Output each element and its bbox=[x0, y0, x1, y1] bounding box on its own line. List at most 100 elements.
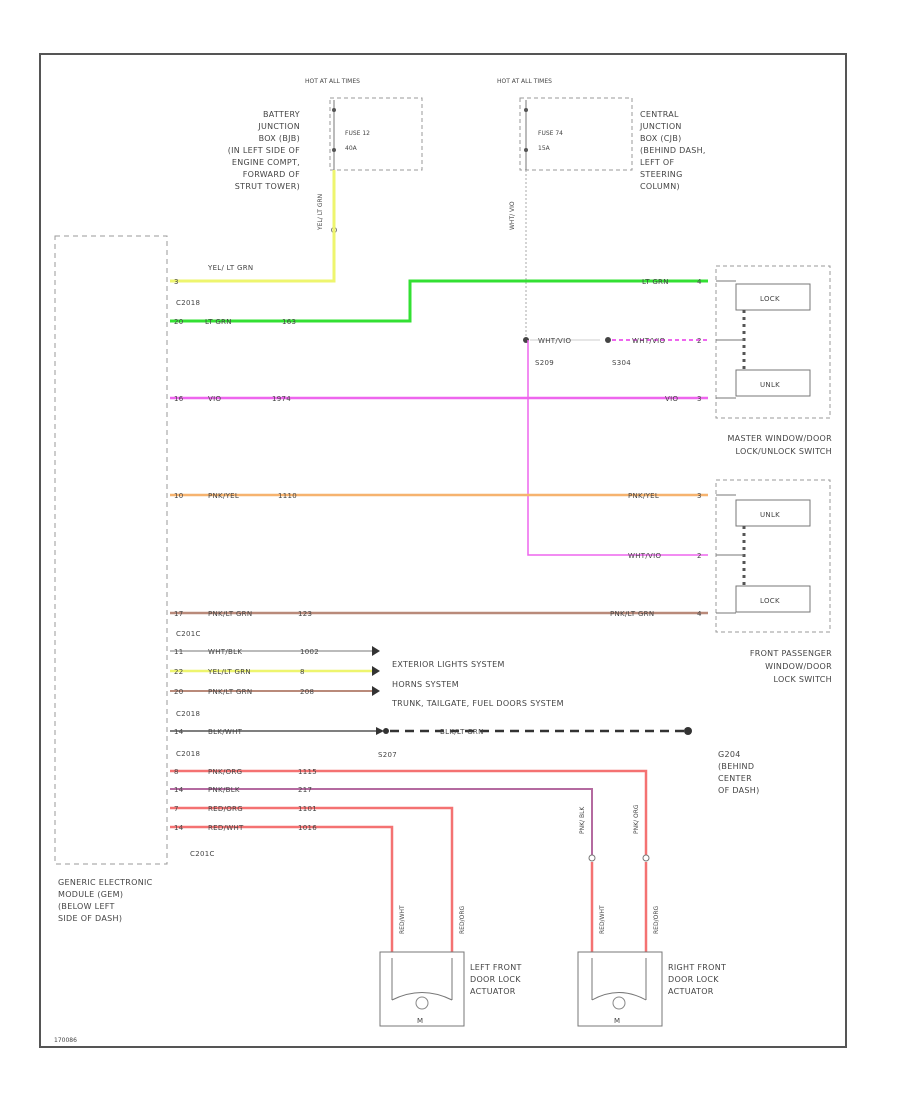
svg-text:WHT/VIO: WHT/VIO bbox=[628, 552, 661, 560]
master-unlock-contact bbox=[735, 369, 811, 397]
svg-text:PNK/LT GRN: PNK/LT GRN bbox=[610, 610, 654, 618]
svg-text:BLK/LT GRN: BLK/LT GRN bbox=[440, 728, 484, 736]
svg-text:(IN LEFT SIDE OF: (IN LEFT SIDE OF bbox=[228, 146, 300, 155]
svg-text:1974: 1974 bbox=[272, 395, 291, 403]
fuse-right-hot-label: HOT AT ALL TIMES bbox=[497, 78, 552, 85]
svg-text:JUNCTION: JUNCTION bbox=[639, 122, 682, 131]
act-r-label-1: RED/WHT bbox=[599, 905, 606, 934]
svg-text:SIDE OF DASH): SIDE OF DASH) bbox=[58, 914, 122, 923]
fuse-right-label: FUSE 74 bbox=[538, 130, 563, 137]
act-r-label-2: RED/ORG bbox=[653, 906, 660, 934]
svg-text:G204: G204 bbox=[718, 750, 741, 759]
svg-text:MODULE (GEM): MODULE (GEM) bbox=[58, 890, 123, 899]
fuse-left-hot-label: HOT AT ALL TIMES bbox=[305, 78, 360, 85]
left-actuator-box bbox=[379, 951, 465, 1027]
svg-text:7: 7 bbox=[174, 805, 179, 813]
left-motor-icon bbox=[415, 996, 429, 1010]
wire-pnk-org bbox=[170, 769, 648, 855]
svg-text:1115: 1115 bbox=[298, 768, 317, 776]
svg-text:17: 17 bbox=[174, 610, 184, 618]
fuse-left-amps: 40A bbox=[345, 145, 358, 152]
svg-text:16: 16 bbox=[174, 395, 184, 403]
wire-pnk-blk bbox=[170, 788, 593, 855]
page-frame bbox=[39, 53, 847, 1048]
splice-s304 bbox=[605, 337, 611, 343]
svg-text:BOX (CJB): BOX (CJB) bbox=[640, 134, 682, 143]
svg-text:FRONT PASSENGER: FRONT PASSENGER bbox=[750, 649, 832, 658]
act-l-label-1: RED/WHT bbox=[399, 905, 406, 934]
svg-text:20: 20 bbox=[174, 688, 184, 696]
svg-text:1101: 1101 bbox=[298, 805, 317, 813]
svg-text:CENTRAL: CENTRAL bbox=[640, 110, 679, 119]
right-motor-label: M bbox=[614, 1017, 620, 1025]
left-actuator-label: LEFT FRONT DOOR LOCK ACTUATOR bbox=[470, 963, 522, 996]
svg-text:COLUMN): COLUMN) bbox=[640, 182, 680, 191]
svg-text:WHT/VIO: WHT/VIO bbox=[538, 337, 571, 345]
svg-text:LOCK: LOCK bbox=[760, 597, 780, 605]
svg-text:2: 2 bbox=[697, 337, 702, 345]
cjb-label: CENTRAL JUNCTION BOX (CJB) (BEHIND DASH,… bbox=[639, 110, 705, 191]
passenger-switch-label: FRONT PASSENGER WINDOW/DOOR LOCK SWITCH bbox=[750, 649, 832, 684]
act-r-top-label-1: PNK/ BLK bbox=[579, 806, 586, 834]
svg-text:LOCK/UNLOCK SWITCH: LOCK/UNLOCK SWITCH bbox=[736, 447, 832, 456]
wire-red-org bbox=[170, 806, 454, 952]
pass-unlock-contact bbox=[735, 499, 811, 527]
connector-c201c-b: C201C bbox=[190, 850, 215, 858]
svg-text:LEFT OF: LEFT OF bbox=[640, 158, 674, 167]
wire-lt-grn bbox=[170, 279, 708, 323]
cjb-box bbox=[519, 97, 633, 171]
w1-pin: 3 bbox=[174, 278, 179, 286]
svg-text:(BELOW LEFT: (BELOW LEFT bbox=[58, 902, 115, 911]
bjb-box bbox=[329, 97, 423, 171]
w1-color: YEL/ LT GRN bbox=[207, 264, 253, 272]
svg-text:8: 8 bbox=[300, 668, 305, 676]
wire-wht-vio-pass bbox=[527, 340, 708, 556]
connector-c2018-c: C2018 bbox=[176, 750, 200, 758]
svg-text:VIO: VIO bbox=[665, 395, 678, 403]
connector-c2018-a: C2018 bbox=[176, 299, 200, 307]
svg-text:1002: 1002 bbox=[300, 648, 319, 656]
gem-label: GENERIC ELECTRONIC MODULE (GEM) (BELOW L… bbox=[58, 878, 152, 923]
wire-yel-ltgrn-fuse bbox=[170, 170, 336, 283]
svg-text:22: 22 bbox=[174, 668, 184, 676]
passenger-switch-box bbox=[715, 479, 831, 633]
master-lock-label: LOCK bbox=[760, 295, 780, 303]
svg-text:4: 4 bbox=[697, 610, 702, 618]
svg-text:14: 14 bbox=[174, 786, 184, 794]
right-motor-icon bbox=[612, 996, 626, 1010]
svg-text:S209: S209 bbox=[535, 359, 554, 367]
svg-text:217: 217 bbox=[298, 786, 312, 794]
svg-text:BOX (BJB): BOX (BJB) bbox=[259, 134, 300, 143]
svg-text:YEL/LT GRN: YEL/LT GRN bbox=[207, 668, 251, 676]
splice-s207 bbox=[383, 728, 389, 734]
svg-text:20: 20 bbox=[174, 318, 184, 326]
svg-text:163: 163 bbox=[282, 318, 296, 326]
svg-text:MASTER WINDOW/DOOR: MASTER WINDOW/DOOR bbox=[727, 434, 832, 443]
svg-text:2: 2 bbox=[697, 552, 702, 560]
svg-text:PNK/LT GRN: PNK/LT GRN bbox=[208, 688, 252, 696]
g204-label: G204 (BEHIND CENTER OF DASH) bbox=[718, 750, 759, 795]
fuse-right-amps: 15A bbox=[538, 145, 551, 152]
dest-exterior-lights: EXTERIOR LIGHTS SYSTEM bbox=[392, 660, 505, 669]
svg-text:PNK/LT GRN: PNK/LT GRN bbox=[208, 610, 252, 618]
svg-text:1110: 1110 bbox=[278, 492, 297, 500]
svg-text:STRUT TOWER): STRUT TOWER) bbox=[235, 182, 300, 191]
fuse-left-wire-label: YEL/ LT GRN bbox=[317, 194, 324, 231]
svg-text:4: 4 bbox=[697, 278, 702, 286]
svg-text:PNK/BLK: PNK/BLK bbox=[208, 786, 240, 794]
svg-text:LEFT FRONT: LEFT FRONT bbox=[470, 963, 522, 972]
svg-text:BATTERY: BATTERY bbox=[263, 110, 300, 119]
svg-text:S207: S207 bbox=[378, 751, 397, 759]
svg-text:(BEHIND: (BEHIND bbox=[718, 762, 754, 771]
connector-c201c-a: C201C bbox=[176, 630, 201, 638]
master-switch-box bbox=[715, 265, 831, 419]
svg-text:WHT/BLK: WHT/BLK bbox=[208, 648, 242, 656]
svg-text:RIGHT FRONT: RIGHT FRONT bbox=[668, 963, 726, 972]
act-l-label-2: RED/ORG bbox=[459, 906, 466, 934]
svg-text:WINDOW/DOOR: WINDOW/DOOR bbox=[765, 662, 832, 671]
svg-text:ACTUATOR: ACTUATOR bbox=[668, 987, 714, 996]
svg-text:RED/ORG: RED/ORG bbox=[208, 805, 243, 813]
svg-text:208: 208 bbox=[300, 688, 314, 696]
